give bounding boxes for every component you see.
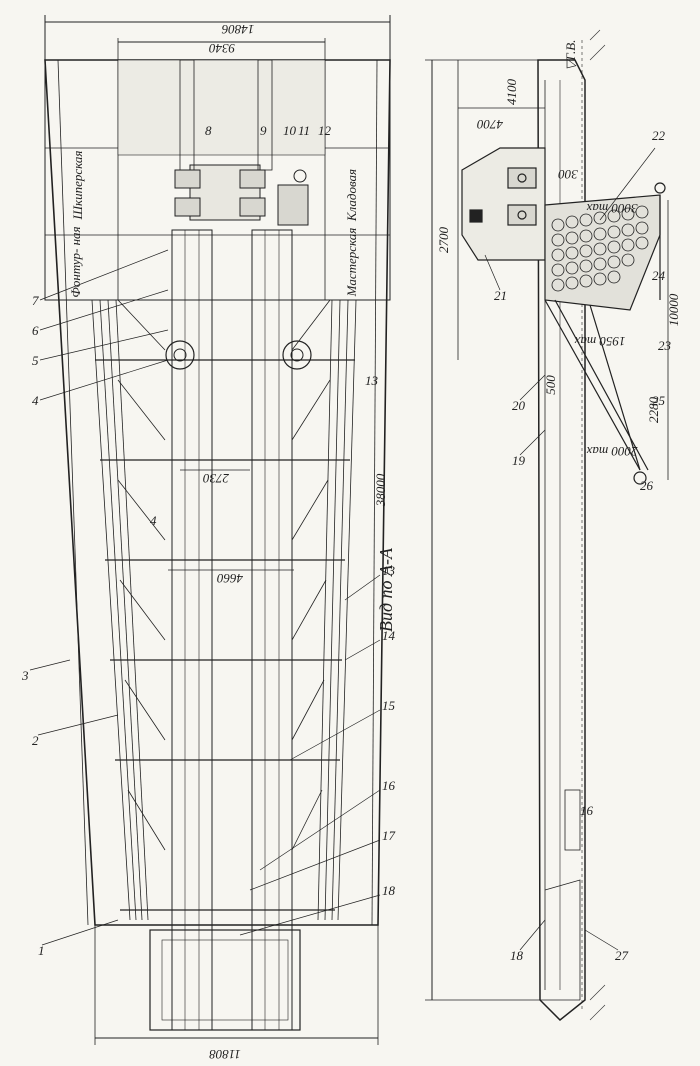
side-truss-right xyxy=(317,299,357,921)
drum-left xyxy=(165,340,195,370)
callout-4a: 4 xyxy=(32,393,39,408)
view-title: Вид по А-А xyxy=(376,547,396,632)
dim-1950max: 1950 max xyxy=(574,334,625,349)
callout-13a: 13 xyxy=(365,373,379,388)
callout-27: 27 xyxy=(615,948,629,963)
dim-4100: 4100 xyxy=(504,79,519,106)
dim-500: 500 xyxy=(543,375,558,395)
dim-14806: 14806 xyxy=(221,22,254,37)
callout-22: 22 xyxy=(652,128,666,143)
callout-19: 19 xyxy=(512,453,526,468)
callout-10: 10 xyxy=(283,123,297,138)
callout-8: 8 xyxy=(205,123,212,138)
callout-9: 9 xyxy=(260,123,267,138)
callout-12: 12 xyxy=(318,123,332,138)
wheelhouse xyxy=(461,147,546,261)
dim-2000max: 2000 max xyxy=(586,444,637,459)
stone-basket xyxy=(544,194,661,311)
callout-17: 17 xyxy=(382,828,396,843)
callout-4b: 4 xyxy=(150,513,157,528)
callout-5: 5 xyxy=(32,353,39,368)
callout-7: 7 xyxy=(32,293,39,308)
section-view: 2700 4100 4700 ▽Г.В. xyxy=(425,29,681,1022)
callout-14: 14 xyxy=(382,628,396,643)
callout-15: 15 xyxy=(382,698,396,713)
dim-10000: 10000 xyxy=(666,293,681,326)
water-hatch xyxy=(589,29,606,1021)
callout-1: 1 xyxy=(38,943,45,958)
dim-9340: 9340 xyxy=(209,41,236,56)
water-level: ▽Г.В. xyxy=(563,40,578,71)
callout-26: 26 xyxy=(640,478,654,493)
diagonal-bracing xyxy=(117,299,331,851)
dim-2280: 2280 xyxy=(646,397,661,424)
plan-callouts: 1 2 3 4 4 5 6 7 8 9 10 11 12 13 13 14 15… xyxy=(21,123,396,958)
callout-25: 25 xyxy=(652,393,666,408)
callout-20: 20 xyxy=(512,398,526,413)
callout-2: 2 xyxy=(32,733,39,748)
callout-13b: 13 xyxy=(382,563,396,578)
winch-group xyxy=(174,164,309,226)
section-callouts: 16 18 19 20 21 22 23 24 25 26 27 xyxy=(484,128,672,963)
callout-11: 11 xyxy=(298,123,310,138)
boom xyxy=(544,182,666,485)
callout-16: 16 xyxy=(382,778,396,793)
dim-2730: 2730 xyxy=(203,471,230,486)
room-skipper: Шкиперская xyxy=(70,151,85,221)
dim-3000max: 3000 max xyxy=(586,201,638,216)
cross-beams xyxy=(95,359,355,911)
dim-11808: 11808 xyxy=(209,1047,241,1062)
dim-2700: 2700 xyxy=(436,227,451,254)
side-truss-left xyxy=(91,299,149,921)
callout-24: 24 xyxy=(652,268,666,283)
dim-38000: 38000 xyxy=(373,473,388,507)
callout-3: 3 xyxy=(21,668,29,683)
dim-4660: 4660 xyxy=(217,571,244,586)
room-fitting: Фонтур- ная xyxy=(68,226,83,297)
callout-18-section: 18 xyxy=(510,948,524,963)
room-workshop: Мастерская xyxy=(344,228,359,298)
plan-view: 14806 9340 Шкиперская Кладовая Фонтур- н… xyxy=(21,15,396,1062)
dim-300: 300 xyxy=(558,167,579,182)
callout-18: 18 xyxy=(382,883,396,898)
drum-right xyxy=(282,340,312,370)
callout-21: 21 xyxy=(494,288,507,303)
dim-4700: 4700 xyxy=(477,117,504,132)
callout-23: 23 xyxy=(658,338,672,353)
room-pantry: Кладовая xyxy=(344,169,359,222)
callout-6: 6 xyxy=(32,323,39,338)
callout-16-section: 16 xyxy=(580,803,594,818)
